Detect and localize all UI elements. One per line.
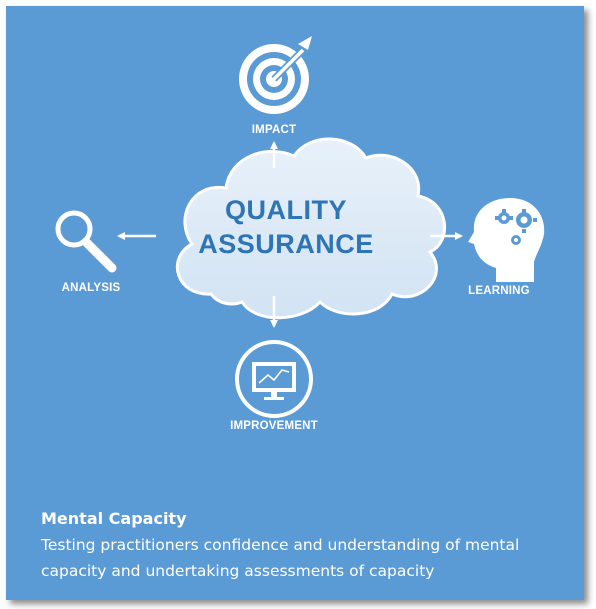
impact-label: IMPACT: [251, 124, 297, 136]
cloud-title-line2: ASSURANCE: [198, 229, 374, 259]
monitor-chart-icon: [235, 340, 313, 418]
diagram-card: QUALITY ASSURANCE IMPACT ANALYSIS LEARNI…: [6, 6, 584, 600]
diagram-graphics: [55, 36, 545, 418]
head-gears-icon: [468, 198, 545, 282]
magnifier-icon: [55, 210, 117, 273]
target-icon: [239, 36, 312, 114]
caption-title: Mental Capacity: [41, 509, 187, 528]
cloud-shape: [175, 137, 446, 320]
caption: Mental Capacity Testing practitioners co…: [41, 506, 561, 584]
improvement-label: IMPROVEMENT: [230, 420, 318, 432]
caption-body: Testing practitioners confidence and und…: [41, 536, 520, 580]
cloud-title-line1: QUALITY: [225, 195, 347, 225]
learning-label: LEARNING: [468, 285, 530, 297]
analysis-label: ANALYSIS: [61, 282, 121, 294]
